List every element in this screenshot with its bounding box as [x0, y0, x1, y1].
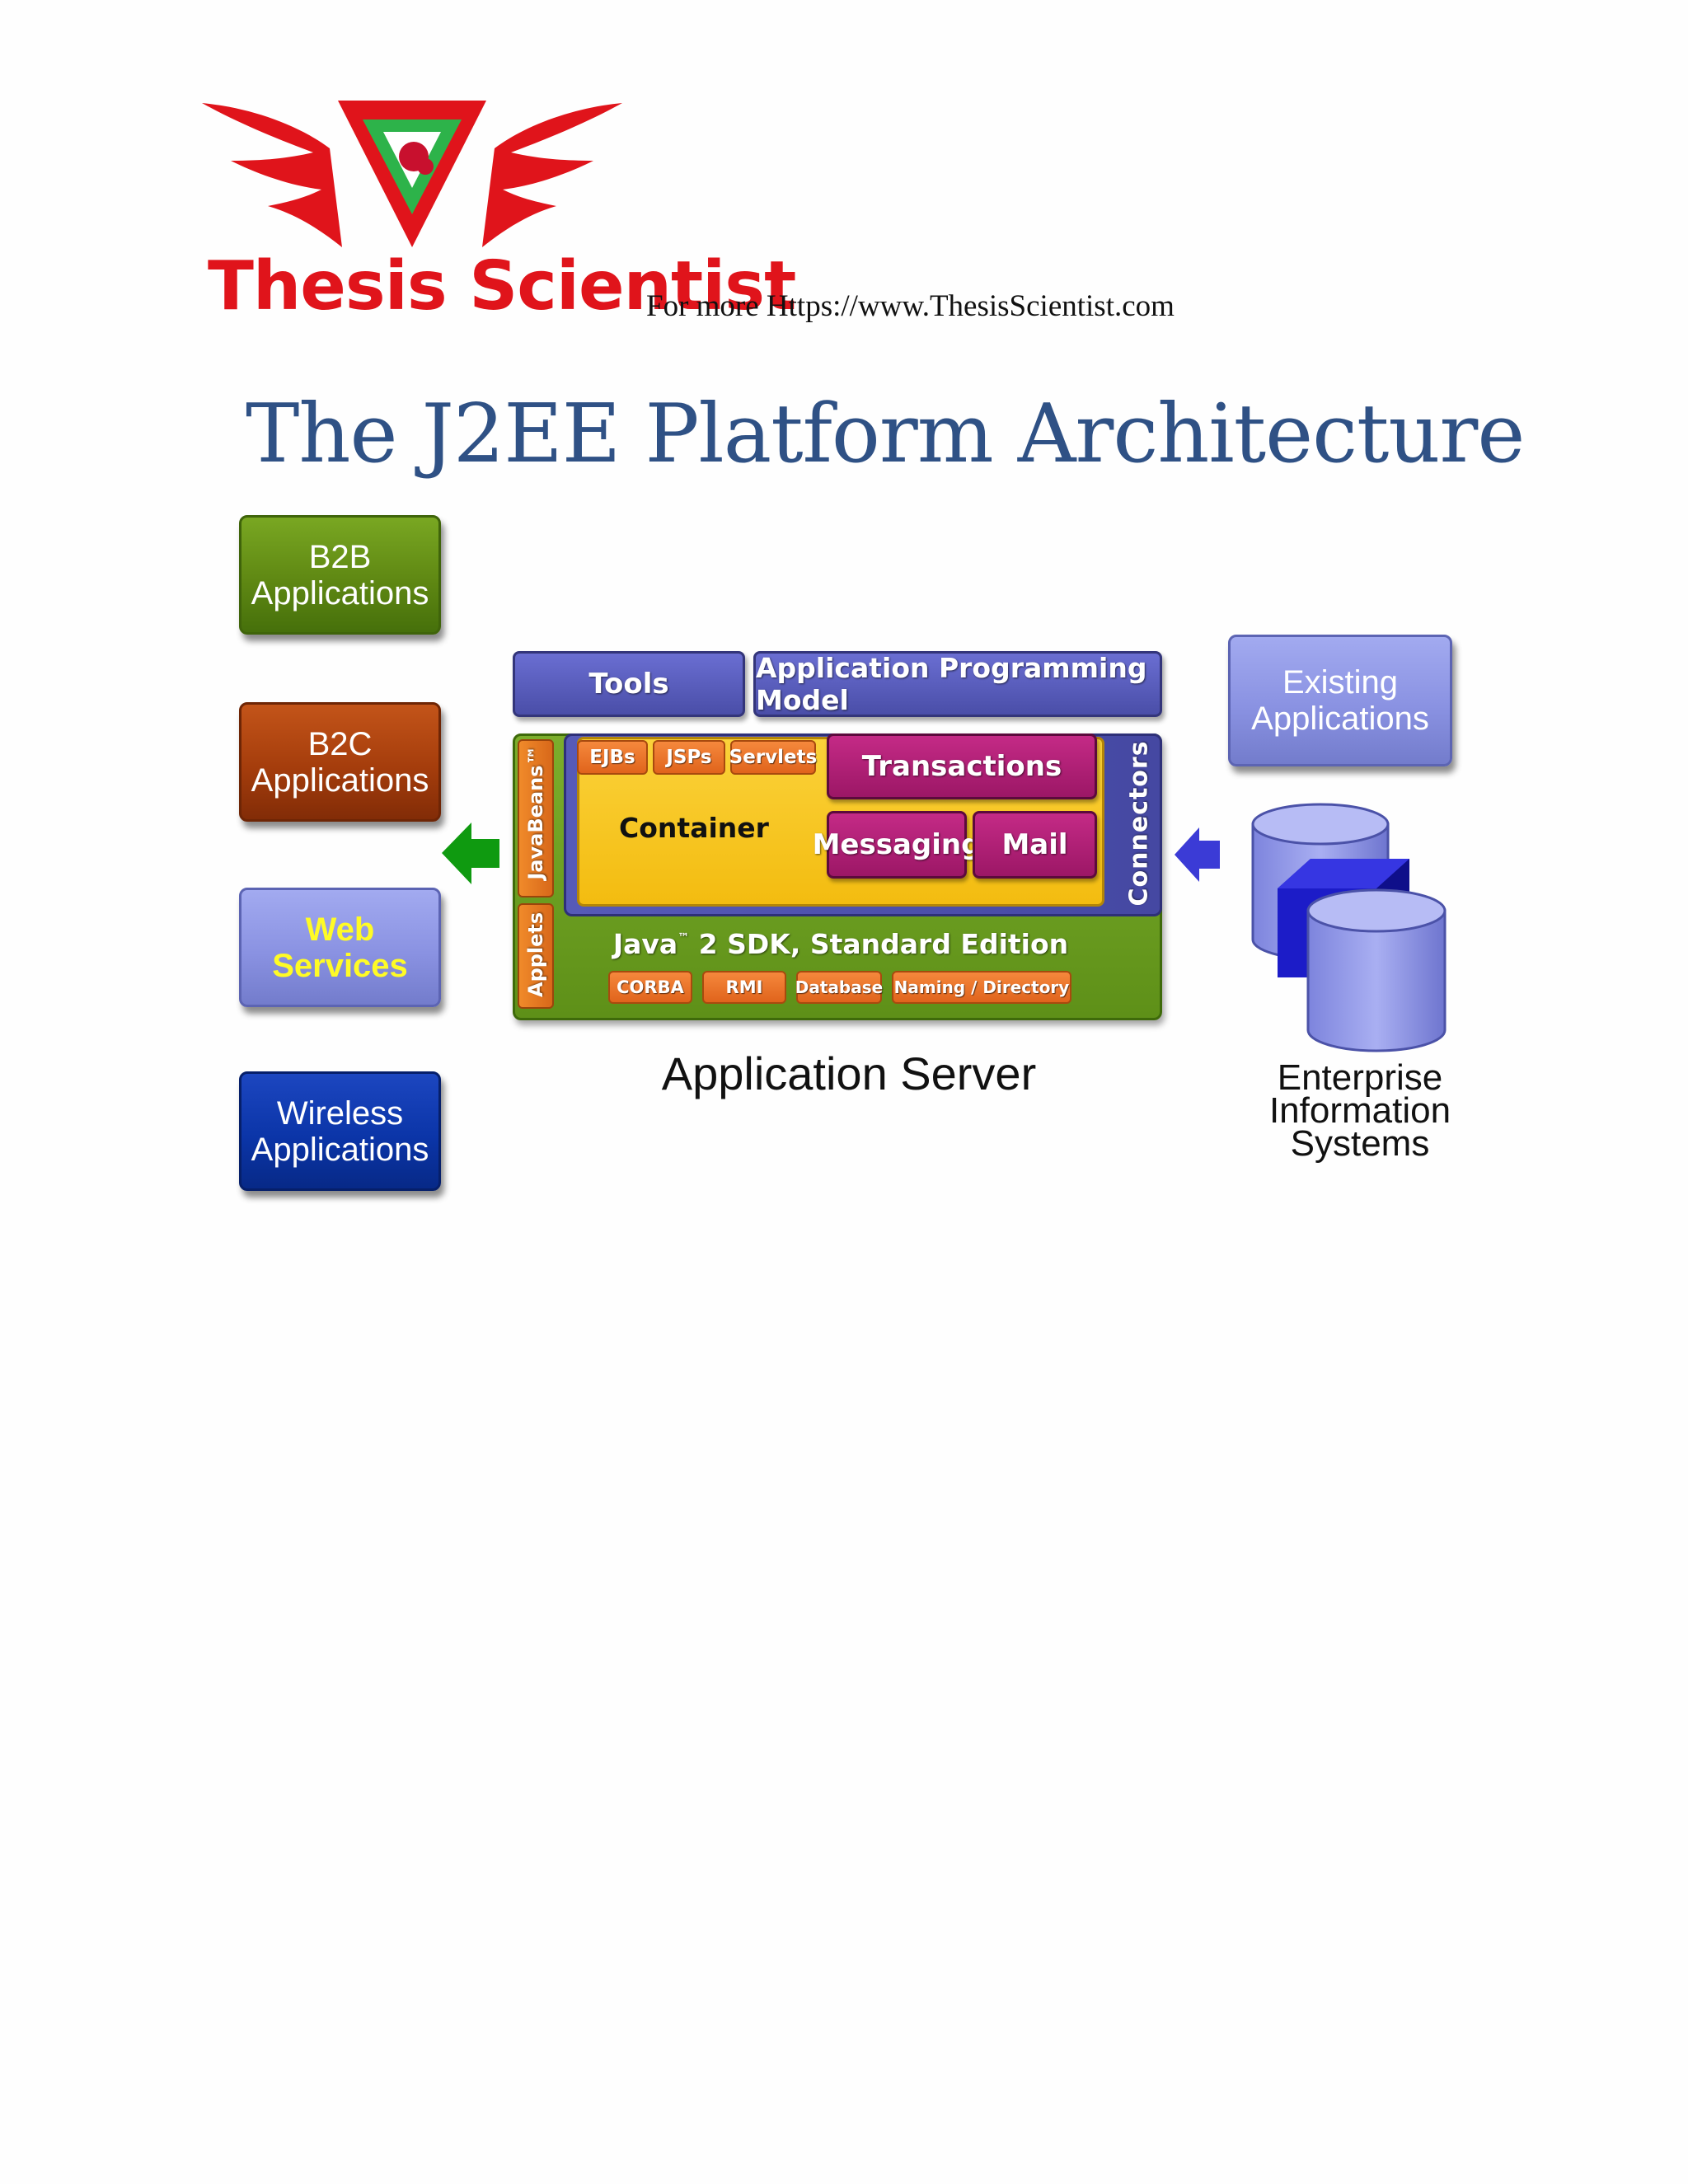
right-wing-icon — [482, 103, 622, 247]
jsps-chip: JSPs — [653, 740, 725, 775]
wireless-applications-box: Wireless Applications — [239, 1071, 441, 1191]
b2c-applications-box: B2C Applications — [239, 702, 441, 822]
existing-applications-box: Existing Applications — [1228, 635, 1452, 766]
wireless-label-line2: Applications — [251, 1131, 429, 1168]
database-chip: Database — [795, 971, 883, 1004]
transactions-box: Transactions — [827, 733, 1097, 799]
blue-left-arrow-icon — [1175, 827, 1220, 882]
ejbs-chip: EJBs — [577, 740, 648, 775]
web-services-label-line1: Web — [305, 911, 375, 948]
application-server-label: Application Server — [661, 1047, 1037, 1099]
b2c-label-line2: Applications — [251, 762, 429, 799]
enterprise-database-icon — [1251, 803, 1447, 1052]
b2c-label-line1: B2C — [307, 725, 373, 762]
b2b-label-line1: B2B — [308, 538, 372, 575]
applets-box — [518, 903, 554, 1009]
enterprise-information-systems-label: Enterprise Information Systems — [1236, 1057, 1484, 1164]
container-label: Container — [619, 812, 769, 844]
mail-box: Mail — [973, 811, 1097, 879]
naming-directory-chip: Naming / Directory — [892, 971, 1071, 1004]
wireless-label-line1: Wireless — [276, 1094, 404, 1132]
tools-bar: Tools — [513, 651, 745, 717]
green-left-arrow-icon — [442, 823, 499, 884]
eis-label-line2: Information — [1268, 1090, 1451, 1131]
javabeans-label: JavaBeans™ — [524, 745, 547, 880]
website-link[interactable]: For more Https://www.ThesisScientist.com — [646, 289, 1175, 323]
web-services-box: Web Services — [239, 888, 441, 1007]
left-wing-icon — [202, 103, 342, 247]
javabeans-box — [518, 739, 554, 898]
existing-label-line2: Applications — [1251, 701, 1429, 737]
logo-text: Thesis Scientist — [208, 247, 796, 326]
sdk-java-text: Java — [612, 928, 678, 960]
thesis-scientist-logo — [202, 101, 622, 247]
eis-label-line1: Enterprise — [1277, 1057, 1443, 1098]
servlets-chip: Servlets — [729, 740, 817, 775]
eis-label-line3: Systems — [1290, 1123, 1430, 1164]
messaging-box: Messaging — [813, 811, 981, 879]
web-services-label-line2: Services — [272, 947, 408, 984]
sdk-rest-text: 2 SDK, Standard Edition — [689, 928, 1069, 960]
java-sdk-label: Java™ 2 SDK, Standard Edition — [519, 928, 1162, 960]
b2b-applications-box: B2B Applications — [239, 515, 441, 635]
rmi-chip: RMI — [702, 971, 786, 1004]
page-title: The J2EE Platform Architecture — [246, 387, 1525, 481]
b2b-label-line2: Applications — [251, 574, 429, 612]
sdk-trademark: ™ — [678, 931, 690, 944]
corba-chip: CORBA — [608, 971, 692, 1004]
connectors-label: Connectors — [1124, 740, 1154, 907]
existing-label-line1: Existing — [1282, 664, 1399, 701]
application-programming-model-bar: Application Programming Model — [753, 651, 1162, 717]
